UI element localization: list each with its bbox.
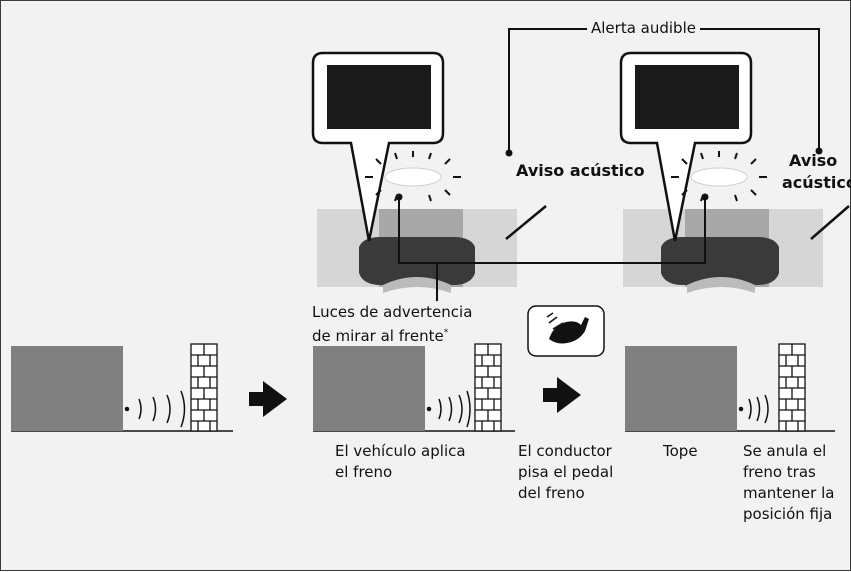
radar-wave-icon	[738, 394, 769, 424]
step2-label-line3: del freno	[518, 484, 585, 502]
vehicle-icon	[11, 346, 123, 431]
vehicle-icon	[313, 346, 425, 431]
radar-wave-icon	[426, 390, 471, 428]
car-dashboard-icon	[661, 237, 779, 293]
arrow-right-icon	[543, 377, 581, 413]
luces-label-line2: de mirar al frente*	[312, 327, 449, 345]
aviso-right-line2: acústico	[782, 173, 851, 192]
foot-on-pedal-icon	[527, 305, 605, 357]
dashboard-scene-right	[619, 51, 850, 293]
step4-label-line2: freno tras	[743, 463, 816, 481]
aviso-right-line1: Aviso	[789, 151, 838, 170]
brick-wall-icon	[190, 343, 218, 432]
car-dashboard-icon	[359, 237, 475, 293]
aviso-acustico-left-label: Aviso acústico	[516, 161, 645, 180]
brick-wall-icon	[474, 343, 502, 432]
windshield-edge-line	[810, 205, 850, 240]
arrow-right-icon	[249, 381, 287, 417]
step4-label-line4: posición fija	[743, 505, 833, 523]
step3-label: Tope	[663, 442, 698, 460]
alerta-audible-label: Alerta audible	[587, 19, 700, 38]
leader-dots	[395, 147, 823, 201]
step2-label-line1: El conductor	[518, 442, 612, 460]
step1-label-line2: el freno	[335, 463, 393, 481]
vehicle-icon	[625, 346, 737, 431]
radar-wave-icon	[124, 390, 186, 428]
screen-display-icon	[327, 65, 431, 129]
step1-label-line1: El vehículo aplica	[335, 442, 466, 460]
step2-label-line2: pisa el pedal	[518, 463, 614, 481]
step4-label-line1: Se anula el	[743, 442, 827, 460]
luces-leader-bracket	[398, 197, 706, 264]
luces-label-line1: Luces de advertencia	[312, 303, 473, 321]
step4-label-line3: mantener la	[743, 484, 835, 502]
screen-display-icon	[635, 65, 739, 129]
dashboard-scene-left	[311, 51, 547, 293]
flashing-light-icon	[671, 151, 767, 202]
windshield-edge-line	[505, 205, 547, 240]
flashing-light-icon	[365, 151, 461, 202]
brick-wall-icon	[778, 343, 806, 432]
